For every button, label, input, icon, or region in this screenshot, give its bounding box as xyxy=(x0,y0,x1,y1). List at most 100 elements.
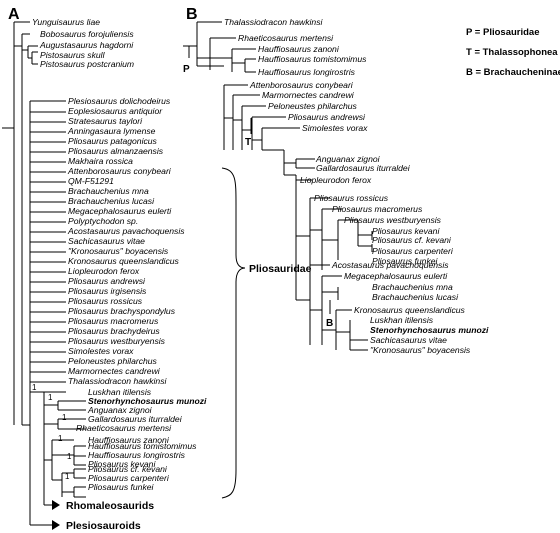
taxon-label: Hauffiosaurus longirostris xyxy=(88,450,186,460)
taxon-label: Anguanax zignoi xyxy=(315,154,381,164)
taxon-label: Sachicasaurus vitae xyxy=(370,335,447,345)
taxon-label: Anguanax zignoi xyxy=(87,405,153,415)
taxon-label: Gallardosaurus iturraldei xyxy=(316,163,411,173)
taxon-label: Stenorhynchosaurus munozi xyxy=(88,396,207,406)
taxon-label: Liopleurodon ferox xyxy=(300,175,372,185)
taxon-label: Brachauchenius lucasi xyxy=(372,292,459,302)
taxon-label: Megacephalosaurus eulerti xyxy=(68,206,172,216)
taxon-label: Pliosaurus irgisensis xyxy=(68,286,147,296)
panel-a-tree xyxy=(2,21,86,526)
support-value: 1 xyxy=(48,393,53,402)
taxon-label: QM-F51291 xyxy=(68,176,114,186)
taxon-label: Liopleurodon ferox xyxy=(68,266,140,276)
taxon-label: Pliosaurus andrewsi xyxy=(68,276,146,286)
taxon-label: Luskhan itilensis xyxy=(370,315,434,325)
taxon-label: Thalassiodracon hawkinsi xyxy=(68,376,167,386)
taxon-label: Simolestes vorax xyxy=(68,346,134,356)
taxon-label: Kronosaurus queenslandicus xyxy=(68,256,180,266)
node-label-p: P xyxy=(183,64,190,75)
support-value: 1 xyxy=(32,383,37,392)
taxon-label: Pliosaurus brachydeirus xyxy=(68,326,160,336)
taxon-label: Pliosaurus westburyensis xyxy=(68,336,166,346)
taxon-label: Augustasaurus hagdorni xyxy=(39,40,134,50)
taxon-label: Marmornectes candrewi xyxy=(262,90,355,100)
panel-b-label: B xyxy=(186,6,198,23)
taxon-label: Pliosaurus carpenteri xyxy=(372,246,454,256)
taxon-label: Hauffiosaurus zanoni xyxy=(88,435,170,445)
taxon-label: Brachauchenius mna xyxy=(372,282,453,292)
support-value: 1 xyxy=(58,434,63,443)
taxon-label: Pliosaurus macromerus xyxy=(68,316,159,326)
taxon-label: Sachicasaurus vitae xyxy=(68,236,145,246)
node-label-b: B xyxy=(326,318,333,329)
taxon-label: Hauffiosaurus zanoni xyxy=(258,44,340,54)
taxon-label: Pliosaurus kevani xyxy=(88,459,156,469)
taxon-label: Simolestes vorax xyxy=(302,123,368,133)
taxon-label: Pistosaurus skull xyxy=(40,50,106,60)
node-label-t: T xyxy=(245,137,251,148)
taxon-label: Eoplesiosaurus antiquior xyxy=(68,106,163,116)
taxon-label: Gallardosaurus iturraldei xyxy=(88,414,183,424)
taxon-label: Pliosaurus funkei xyxy=(88,482,155,492)
taxon-label: Peloneustes philarchus xyxy=(68,356,158,366)
taxon-label: Makhaira rossica xyxy=(68,156,133,166)
taxon-label: Megacephalosaurus eulerti xyxy=(344,271,448,281)
support-value: 1 xyxy=(67,452,72,461)
taxon-label: Pliosaurus rossicus xyxy=(68,296,143,306)
taxon-label: Stenorhynchosaurus munozi xyxy=(370,325,489,335)
taxon-label: Pliosaurus cf. kevani xyxy=(372,235,452,245)
taxon-label: Bobosaurus forojuliensis xyxy=(40,29,134,39)
taxon-label: Marmornectes candrewi xyxy=(68,366,161,376)
taxon-label: Yunguisaurus liae xyxy=(32,17,100,27)
group-label-plesiosauroids: Plesiosauroids xyxy=(66,520,141,532)
taxon-label: Pliosaurus almanzaensis xyxy=(68,146,164,156)
taxon-label: Pliosaurus funkei xyxy=(372,256,439,266)
taxon-label: Attenborosaurus conybeari xyxy=(249,80,354,90)
taxon-label: Kronosaurus queenslandicus xyxy=(354,305,466,315)
taxon-label: Pliosaurus macromerus xyxy=(332,204,423,214)
taxon-label: Plesiosaurus dolichodeirus xyxy=(68,96,171,106)
taxon-label: Acostasaurus pavachoquensis xyxy=(331,260,449,270)
taxon-label: Pliosaurus patagonicus xyxy=(68,136,158,146)
taxon-label: Pliosaurus kevani xyxy=(372,226,440,236)
pliosauridae-bracket xyxy=(221,167,246,499)
taxon-label: Anningasaura lymense xyxy=(67,126,156,136)
taxon-label: Peloneustes philarchus xyxy=(268,101,358,111)
taxon-label: Stratesaurus taylori xyxy=(68,116,143,126)
legend-brachaucheninae: B = Brachaucheninae xyxy=(466,67,560,78)
taxon-label: Pliosaurus rossicus xyxy=(314,193,389,203)
taxon-label: Hauffiosaurus longirostris xyxy=(258,67,356,77)
group-label-rhomaleosaurids: Rhomaleosaurids xyxy=(66,500,154,512)
taxon-label: Brachauchenius mna xyxy=(68,186,149,196)
taxon-label: Hauffiosaurus tomistomimus xyxy=(258,54,367,64)
panel-a-label: A xyxy=(8,6,20,23)
taxon-label: Pistosaurus postcranium xyxy=(40,59,134,69)
taxon-label: Brachauchenius lucasi xyxy=(68,196,155,206)
support-value: 1 xyxy=(62,413,67,422)
taxon-label: Attenborosaurus conybeari xyxy=(67,166,172,176)
taxon-label: Pliosaurus brachyspondylus xyxy=(68,306,176,316)
legend-thalassophonea: T = Thalassophonea xyxy=(466,47,558,58)
arrow-rhomaleosaurids-icon xyxy=(52,500,60,510)
taxon-label: Pliosaurus carpenteri xyxy=(88,473,170,483)
taxon-label: Pliosaurus andrewsi xyxy=(288,112,366,122)
taxon-label: "Kronosaurus" boyacensis xyxy=(68,246,169,256)
taxon-label: Luskhan itilensis xyxy=(88,387,152,397)
legend-pliosauridae: P = Pliosauridae xyxy=(466,27,540,38)
taxon-label: Pliosaurus westburyensis xyxy=(344,215,442,225)
taxon-label: Thalassiodracon hawkinsi xyxy=(224,17,323,27)
taxon-label: Polyptychodon sp. xyxy=(68,216,138,226)
taxon-label: Hauffiosaurus tomistomimus xyxy=(88,441,197,451)
panel-b-tree xyxy=(183,21,373,351)
taxon-label: Rhaeticosaurus mertensi xyxy=(238,33,334,43)
support-value: 1 xyxy=(65,472,70,481)
taxon-label: Pliosaurus cf. kevani xyxy=(88,464,168,474)
taxon-label: "Kronosaurus" boyacensis xyxy=(370,345,471,355)
arrow-plesiosauroids-icon xyxy=(52,520,60,530)
pliosauridae-label: Pliosauridae xyxy=(249,263,312,275)
taxon-label: Acostasaurus pavachoquensis xyxy=(67,226,185,236)
